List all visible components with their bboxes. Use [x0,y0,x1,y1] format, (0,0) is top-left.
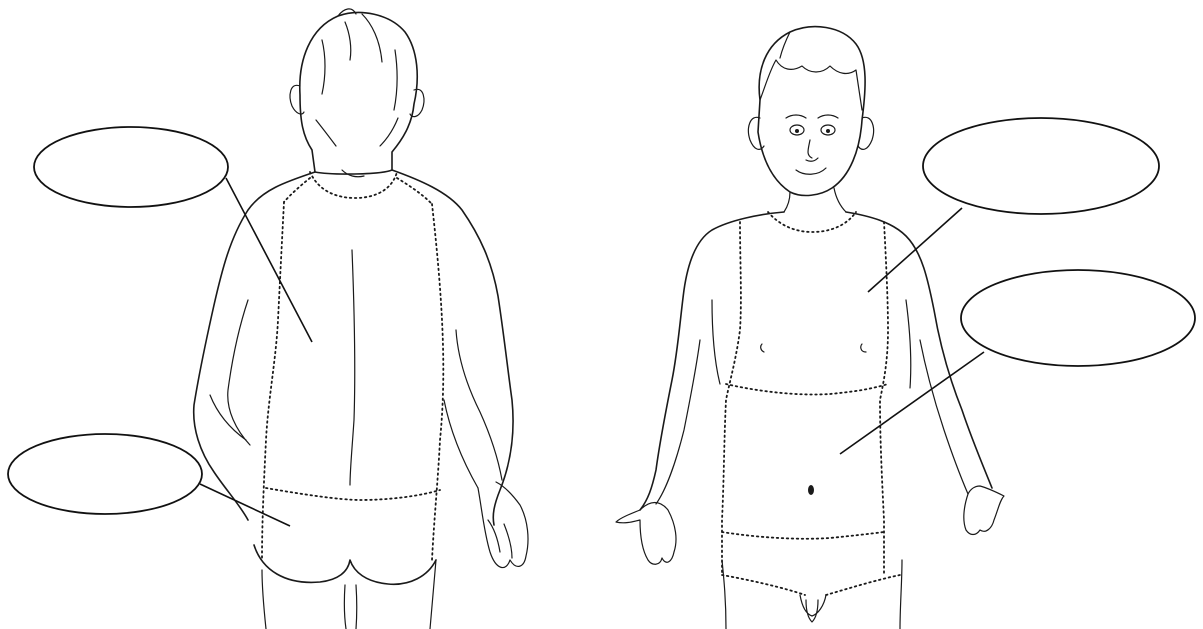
label-oval-back-upper[interactable] [34,127,228,207]
back-waist-dots [266,488,440,500]
back-right-arm [444,330,502,488]
back-head-outline [300,13,417,175]
back-torso-outline [194,170,513,525]
back-shoulder-dots [284,178,432,204]
leader-front-lower [840,352,984,454]
back-left-ear [290,85,304,114]
front-head-outline [758,27,865,196]
label-oval-front-lower[interactable] [961,270,1195,366]
front-navel [808,485,814,495]
front-right-hand [964,486,1004,535]
front-waist-dots [722,532,884,539]
back-right-side-dots [432,204,443,560]
front-view-figure [616,27,1004,629]
front-neck [784,188,846,212]
front-left-hand [616,503,676,565]
back-view-figure [194,9,528,629]
label-oval-front-upper[interactable] [923,118,1159,214]
leader-back-upper [226,178,312,342]
front-torso-outline [640,212,992,510]
back-spine [350,250,355,485]
front-left-arm [656,300,720,504]
front-pelvis [722,560,902,629]
front-face [786,115,838,174]
back-left-arm [210,300,250,445]
front-nipples [761,344,866,352]
back-buttocks [254,545,436,584]
front-groin-dots [722,575,900,595]
back-right-hand [478,482,528,568]
back-hair-lines [316,9,398,146]
back-left-side-dots [262,202,284,560]
front-chest-dots [726,384,888,395]
back-legs [262,560,436,629]
front-left-side-dots [722,222,741,575]
front-left-ear [748,117,764,149]
front-collar-dots [768,212,856,232]
label-oval-back-lower[interactable] [8,434,202,514]
